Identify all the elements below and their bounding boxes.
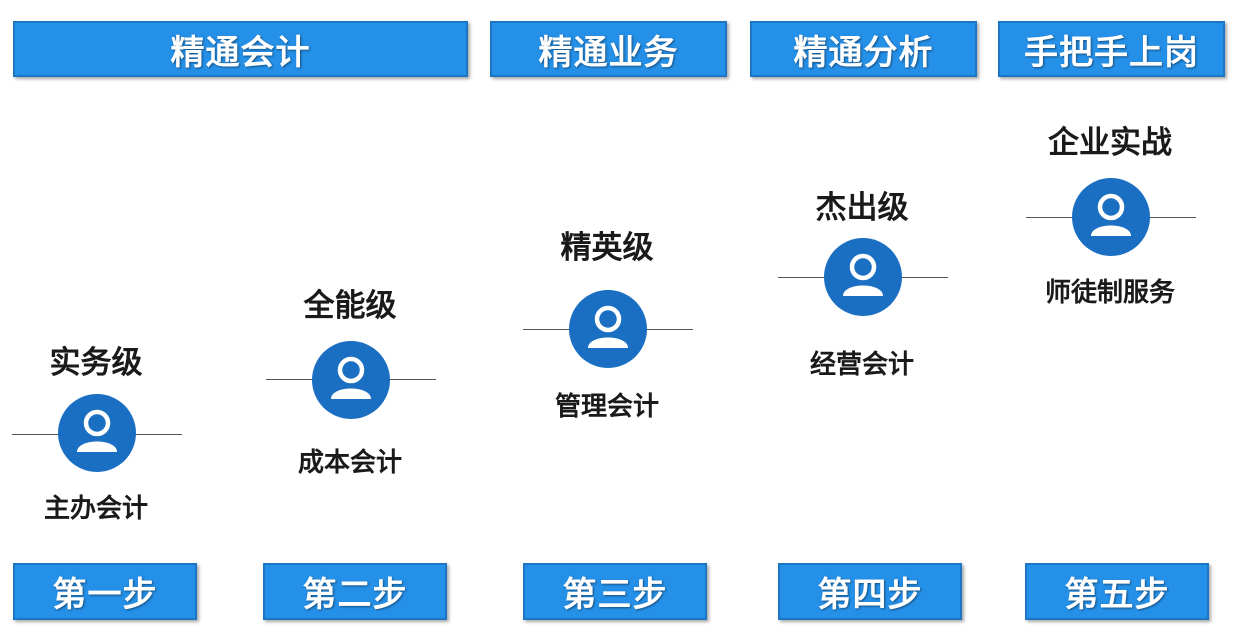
person-icon: [1072, 178, 1150, 256]
level-role: 管理会计: [554, 392, 659, 422]
banner-accounting: 精通会计: [13, 21, 468, 77]
step-3: 第三步: [523, 563, 707, 620]
level-2: 全能级 成本会计: [230, 280, 470, 478]
level-5: 企业实战 师徒制服务: [990, 117, 1230, 308]
level-role: 主办会计: [43, 494, 148, 524]
level-title: 实务级: [49, 345, 143, 381]
level-role: 师徒制服务: [1044, 278, 1175, 308]
step-4: 第四步: [778, 563, 962, 620]
banner-onboarding: 手把手上岗: [998, 21, 1225, 77]
step-1: 第一步: [13, 563, 197, 620]
person-icon: [58, 394, 136, 472]
step-2: 第二步: [263, 563, 447, 620]
level-title: 企业实战: [1048, 125, 1172, 161]
person-icon: [312, 341, 390, 419]
level-title: 全能级: [303, 288, 397, 324]
level-4: 杰出级 经营会计: [742, 182, 982, 380]
person-icon: [569, 290, 647, 368]
person-icon: [824, 238, 902, 316]
level-role: 成本会计: [297, 448, 402, 478]
level-role: 经营会计: [809, 350, 914, 380]
level-3: 精英级 管理会计: [487, 222, 727, 422]
level-title: 精英级: [560, 230, 654, 266]
step-5: 第五步: [1025, 563, 1209, 620]
level-1: 实务级 主办会计: [0, 337, 216, 524]
level-title: 杰出级: [815, 190, 909, 226]
banner-business: 精通业务: [490, 21, 727, 77]
banner-analysis: 精通分析: [750, 21, 977, 77]
